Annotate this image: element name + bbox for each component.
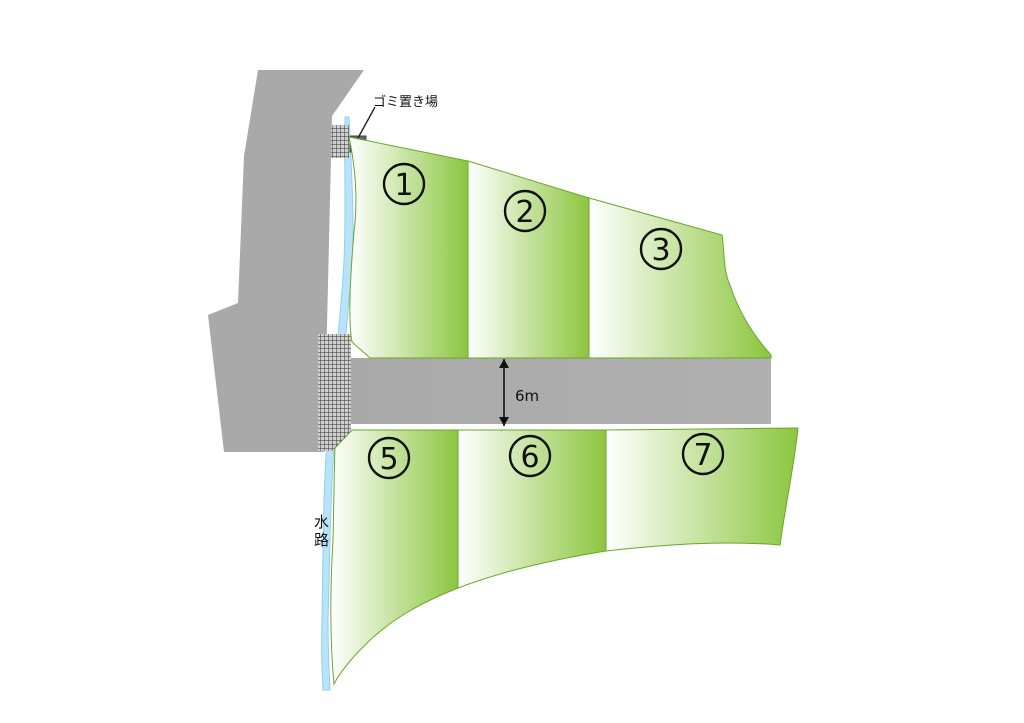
lot-3-circle (639, 227, 683, 271)
road-width-label: 6m (515, 387, 539, 405)
lot-2-circle (503, 189, 547, 233)
lot-6-circle (508, 434, 552, 478)
lot-7-circle (681, 432, 725, 476)
lower-hatched-area (318, 334, 351, 451)
lot-5-number: 5 (379, 442, 398, 477)
lot-2-number: 2 (515, 195, 534, 230)
lot-1-badge: 1 (382, 162, 426, 206)
waterway-label-line-1: 水 (314, 513, 329, 531)
lot-3-number: 3 (651, 233, 670, 268)
road-width-arrow-bottom (499, 417, 509, 426)
lot-5-badge: 5 (367, 436, 411, 480)
garbage-area-label: ゴミ置き場 (373, 94, 438, 110)
lot-2-badge: 2 (503, 189, 547, 233)
lot-3-badge: 3 (639, 227, 683, 271)
lot-6-number: 6 (520, 440, 539, 475)
lot-7-number: 7 (693, 438, 712, 473)
road-width-arrow-top (499, 359, 509, 368)
lot-7-area (605, 427, 799, 552)
waterway-label-line-2: 路 (314, 531, 329, 549)
garbage-area-leader-line (357, 106, 376, 139)
lot-3-area (588, 197, 772, 359)
upper-hatched-area (331, 125, 349, 158)
lot-7-badge: 7 (681, 432, 725, 476)
lot-1-circle (382, 162, 426, 206)
lot-5-area (330, 429, 459, 686)
lot-1-area (348, 136, 469, 359)
lot-6-badge: 6 (508, 434, 552, 478)
central-road (340, 358, 771, 424)
lot-5-circle (367, 436, 411, 480)
lot-1-number: 1 (394, 168, 413, 203)
